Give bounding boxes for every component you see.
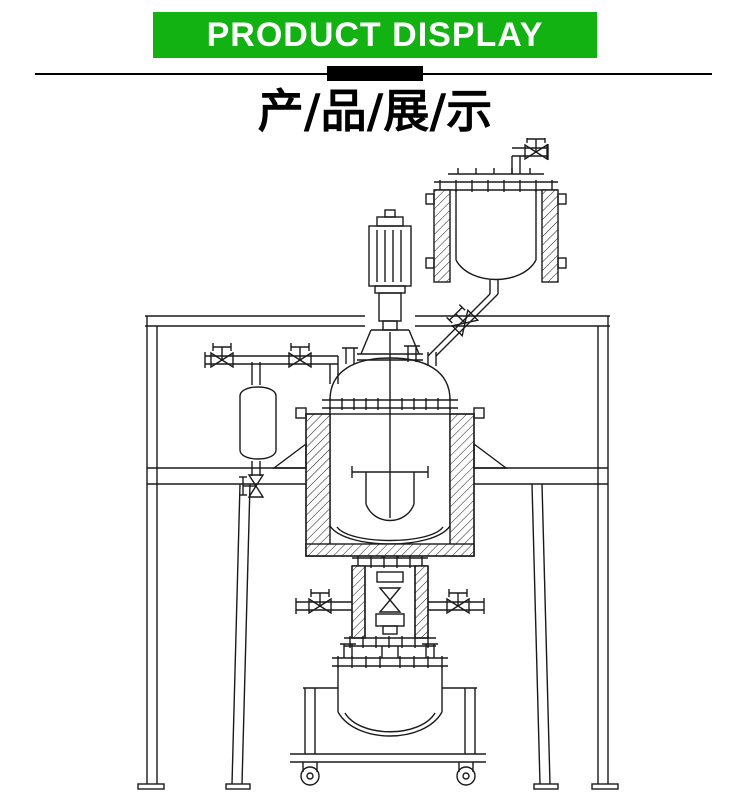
divider-accent-block bbox=[327, 66, 423, 81]
feed-pipe-left bbox=[204, 342, 339, 384]
top-feed-tank bbox=[425, 138, 567, 283]
caster-wheel bbox=[300, 766, 320, 786]
divider bbox=[0, 66, 750, 82]
subtitle-cn: 产/品/展/示 bbox=[257, 84, 493, 138]
receiver-tank bbox=[290, 643, 486, 786]
discharge-column bbox=[295, 556, 485, 648]
support-frame bbox=[137, 315, 619, 790]
agitator-motor bbox=[357, 209, 423, 361]
header-banner: PRODUCT DISPLAY bbox=[153, 12, 597, 58]
stirrer-shaft bbox=[351, 332, 429, 521]
buffer-tank bbox=[238, 362, 277, 498]
page-title: PRODUCT DISPLAY bbox=[206, 15, 544, 54]
caster-wheel bbox=[456, 766, 476, 786]
reactor-system-diagram bbox=[137, 138, 619, 790]
discharge-valve bbox=[378, 587, 402, 613]
reactor-jacket bbox=[271, 407, 509, 557]
transfer-pipe bbox=[427, 280, 499, 366]
